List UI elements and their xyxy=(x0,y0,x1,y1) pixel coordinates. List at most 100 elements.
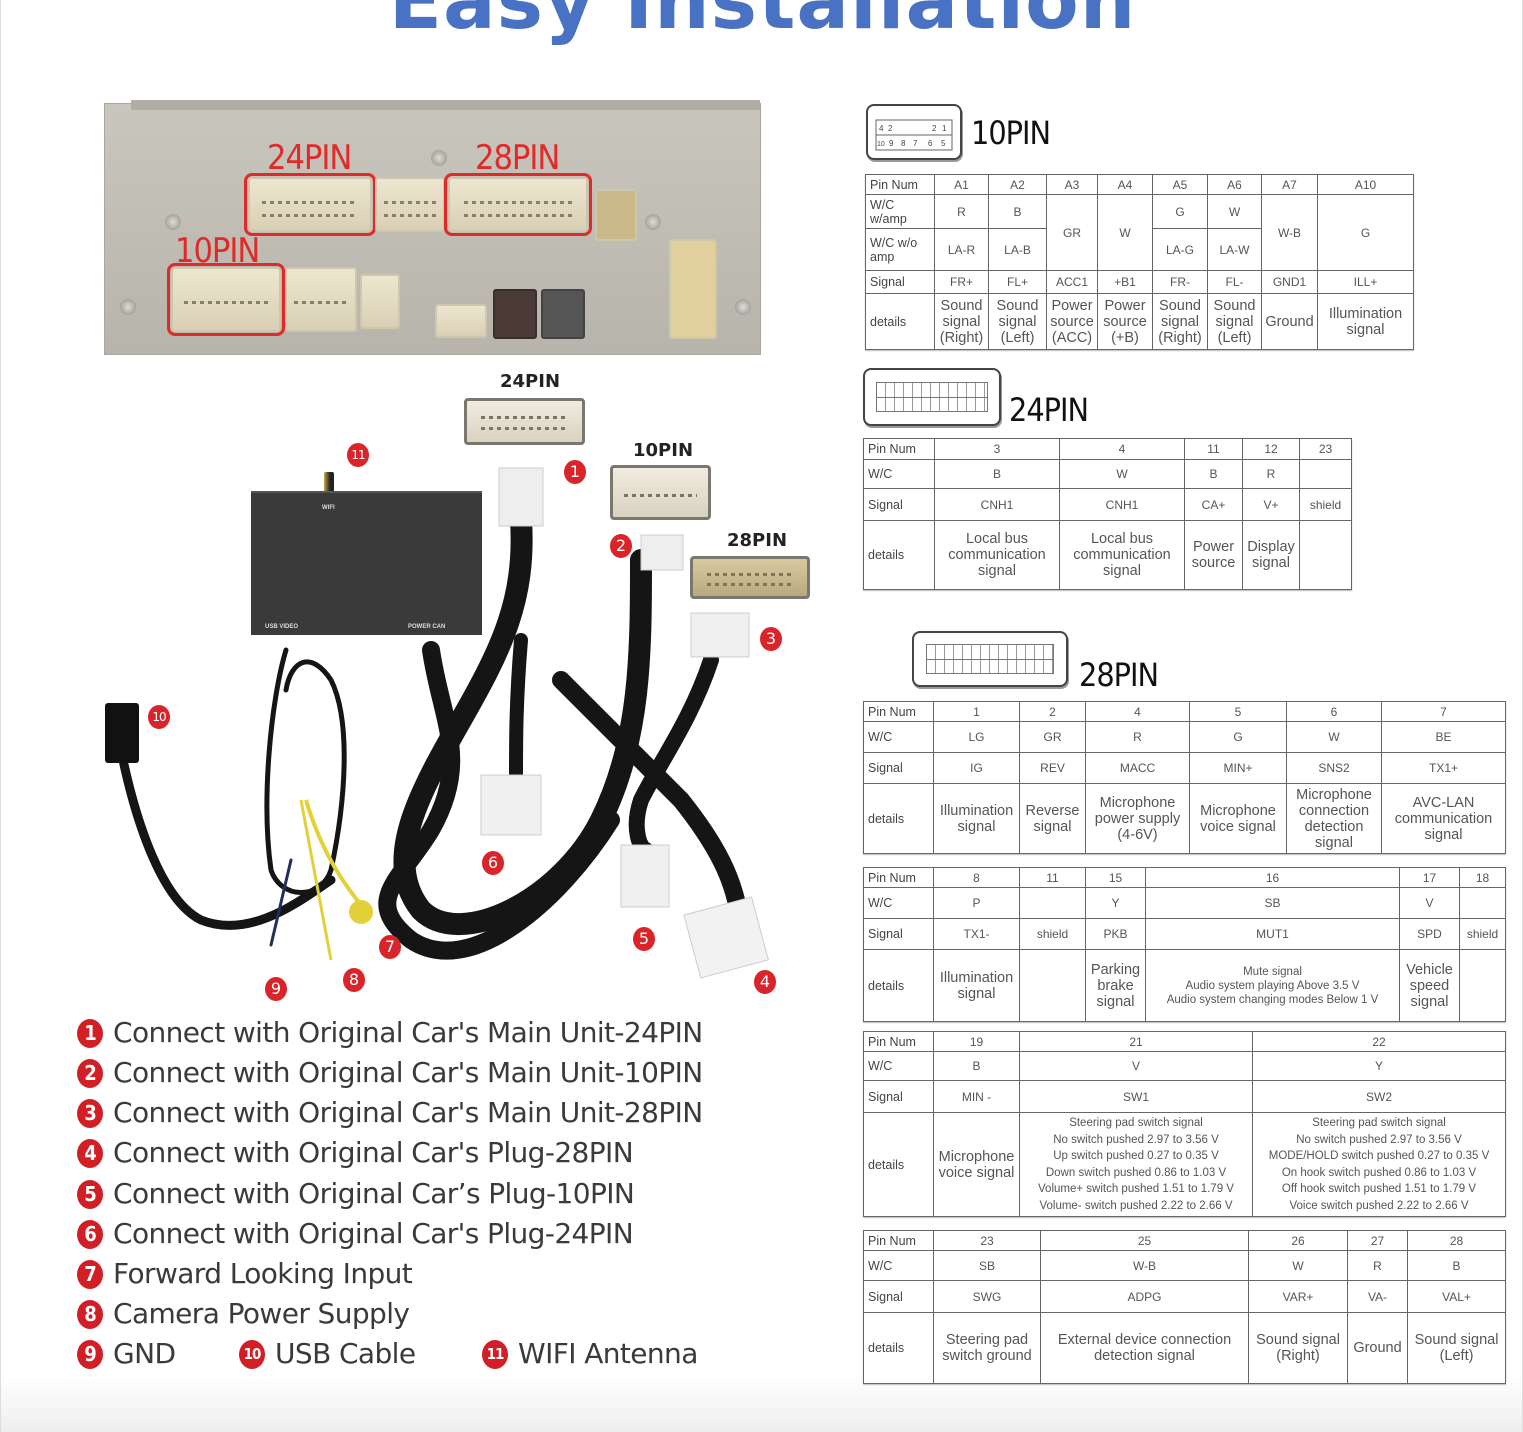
wire-color xyxy=(1459,887,1506,919)
head-unit-socket-dark xyxy=(541,289,585,339)
module-power-can-label: POWER CAN xyxy=(408,624,446,630)
head-unit-socket xyxy=(435,304,487,338)
signal: SW1 xyxy=(1019,1080,1253,1113)
badge-1: 1 xyxy=(564,460,586,484)
pin-num: 23 xyxy=(1299,438,1352,460)
details: Display signal xyxy=(1242,520,1300,590)
wire-color: V xyxy=(1019,1051,1253,1081)
head-unit-28pin-socket xyxy=(444,173,592,236)
pin-num: 12 xyxy=(1242,438,1300,460)
badge-9: 9 xyxy=(265,977,287,1001)
wire-color: V xyxy=(1399,887,1460,919)
wire-color: LA-G xyxy=(1152,228,1208,271)
pin10-connector-diagram: 4 2 2 1 10 9 8 7 6 5 xyxy=(866,104,962,160)
pin-num: 23 xyxy=(933,1230,1041,1251)
pin-num: A4 xyxy=(1097,174,1153,195)
row-label: Signal xyxy=(863,488,935,521)
harness-cable xyxy=(393,509,652,936)
legend-number: 5 xyxy=(77,1179,103,1209)
signal: FL+ xyxy=(988,270,1047,294)
pin-num: 25 xyxy=(1040,1230,1249,1251)
details xyxy=(1019,949,1086,1022)
pin-num: 27 xyxy=(1347,1230,1408,1251)
legend-text: Connect with Original Car's Main Unit-10… xyxy=(113,1056,703,1089)
pin10-diagram-num: 10 xyxy=(877,141,885,148)
signal: VAL+ xyxy=(1407,1280,1506,1313)
pin24-connector-diagram xyxy=(863,368,1001,426)
details: Illumination signal xyxy=(1317,293,1414,350)
signal: SWG xyxy=(933,1280,1041,1313)
pin-num: 8 xyxy=(933,867,1020,888)
row-label: W/C xyxy=(863,459,935,489)
legend-text: Connect with Original Car’s Plug-10PIN xyxy=(113,1177,635,1210)
pin28-table-1: Pin Num 1 2 4 5 6 7 W/C LG GR R G W BE S… xyxy=(863,701,1506,854)
details: Parking brake signal xyxy=(1085,949,1146,1022)
pin-num: 5 xyxy=(1189,701,1287,722)
pin10-diagram-num: 7 xyxy=(913,139,918,148)
badge-5: 5 xyxy=(633,927,655,951)
signal: GND1 xyxy=(1261,270,1318,294)
pin-num: 17 xyxy=(1399,867,1460,888)
details: Ground xyxy=(1261,293,1318,350)
badge-6: 6 xyxy=(482,851,504,875)
details: Steering pad switch signal No switch pus… xyxy=(1252,1112,1506,1217)
connector-28pin-photo xyxy=(690,556,810,599)
pin28-row-wc: W/C SB W-B W R B xyxy=(863,1250,1506,1281)
pin-num: A10 xyxy=(1317,174,1414,195)
pin10-row-details: details Sound signal (Right) Sound signa… xyxy=(865,293,1414,350)
details: Sound signal (Right) xyxy=(1248,1312,1348,1384)
harness-cable xyxy=(552,671,745,909)
details: Local bus communication signal xyxy=(1059,520,1185,590)
details: Sound signal (Left) xyxy=(988,293,1047,350)
pin10-title: 10PIN xyxy=(971,114,1051,152)
badge-10: 10 xyxy=(148,705,170,729)
wire-color: W xyxy=(1286,721,1382,753)
head-unit-socket xyxy=(285,267,357,332)
wire-color: G xyxy=(1152,194,1208,229)
plug-28pin-end xyxy=(690,612,750,658)
pin-num: A2 xyxy=(988,174,1047,195)
pin-num: 6 xyxy=(1286,701,1382,722)
row-label: Signal xyxy=(863,918,934,950)
signal: MACC xyxy=(1085,752,1190,784)
details: Sound signal (Left) xyxy=(1407,1312,1506,1384)
row-label: Pin Num xyxy=(863,867,934,888)
pin-num: 11 xyxy=(1019,867,1086,888)
head-unit-socket-dark xyxy=(493,289,537,339)
details: Sound signal (Right) xyxy=(1152,293,1208,350)
wire-color: R xyxy=(934,194,989,229)
head-unit-label-28pin: 28PIN xyxy=(475,138,560,178)
details xyxy=(1459,949,1506,1022)
row-label: Signal xyxy=(863,1080,934,1113)
legend-number: 3 xyxy=(77,1098,103,1128)
pin28-table-2: Pin Num 8 11 15 16 17 18 W/C P Y SB V Si… xyxy=(863,867,1506,1022)
details: Vehicle speed signal xyxy=(1399,949,1460,1022)
row-label: Signal xyxy=(863,1280,934,1313)
wire-color: W-B xyxy=(1040,1250,1249,1281)
pin-num: 4 xyxy=(1085,701,1190,722)
pin-num: 2 xyxy=(1019,701,1086,722)
signal: shield xyxy=(1459,918,1506,950)
wire-color: BE xyxy=(1381,721,1506,753)
pin10-diagram-num: 8 xyxy=(901,139,906,148)
head-unit-10pin-socket xyxy=(167,263,285,336)
row-label: W/C xyxy=(863,887,934,919)
screw xyxy=(120,299,136,315)
interface-module: WIFI USB VIDEO POWER CAN xyxy=(251,491,482,635)
pin24-title: 24PIN xyxy=(1009,391,1089,429)
row-label: details xyxy=(863,520,935,590)
pin10-diagram-num: 9 xyxy=(889,139,894,148)
pin28-row-pin: Pin Num 1 2 4 5 6 7 xyxy=(863,701,1506,722)
pin24-row-pin: Pin Num 3 4 11 12 23 xyxy=(863,438,1352,460)
details: Illumination signal xyxy=(933,949,1020,1022)
legend-text: GND xyxy=(113,1337,176,1370)
pin-num: 4 xyxy=(1059,438,1185,460)
pin28-row-details: details Illumination signal Parking brak… xyxy=(863,949,1506,1022)
row-label: Signal xyxy=(863,752,934,784)
wire-color: R xyxy=(1085,721,1190,753)
